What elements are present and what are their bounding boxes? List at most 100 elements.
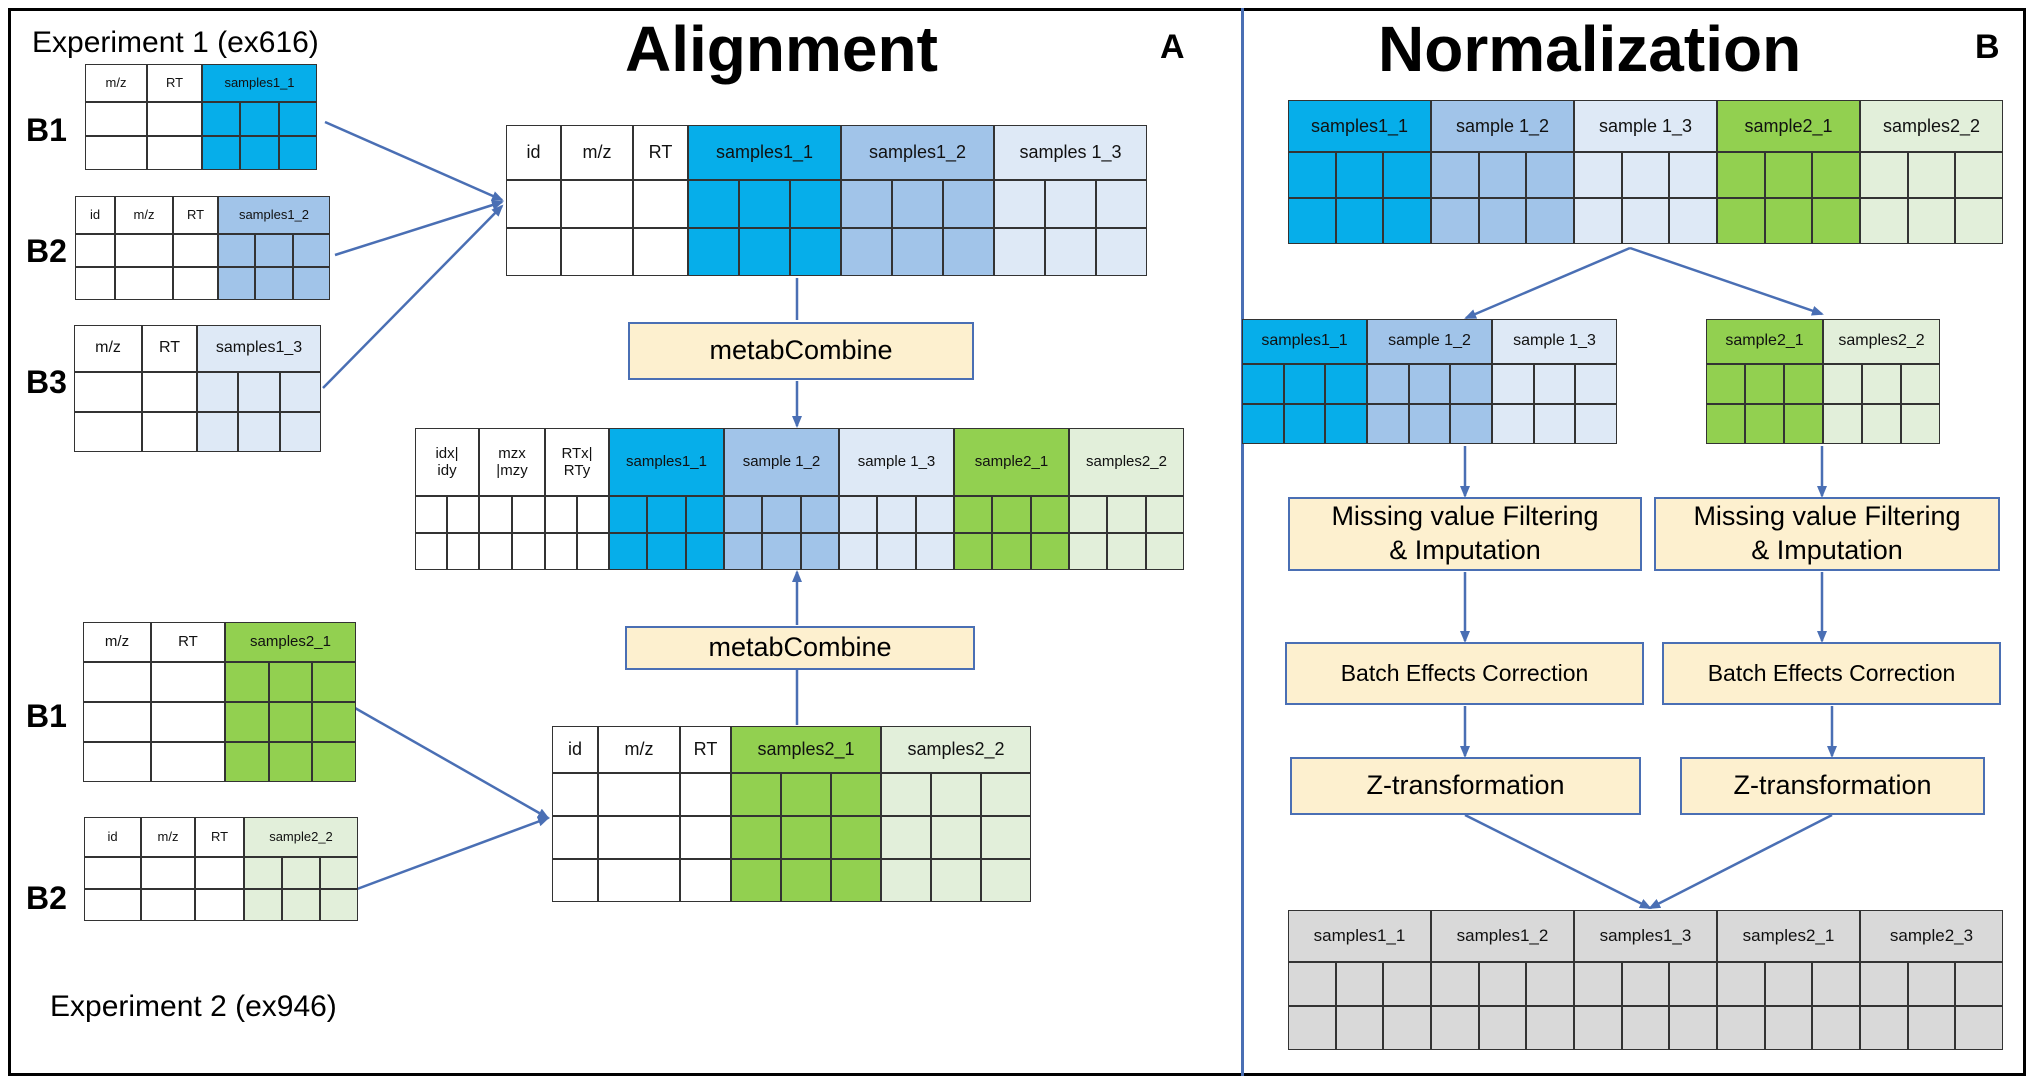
table-cell <box>1669 1006 1717 1050</box>
table-cell <box>680 816 731 859</box>
e1-batch-2-label: B2 <box>26 233 67 269</box>
table-cell <box>1408 404 1451 444</box>
table-cell <box>173 234 218 267</box>
table-cell <box>1860 1006 1908 1050</box>
table-cell <box>1431 962 1479 1006</box>
table-cell <box>1812 1006 1860 1050</box>
table-cell <box>320 857 358 889</box>
table-cell <box>1862 364 1901 404</box>
table-cell <box>839 496 878 533</box>
arrow-right-z-to-output <box>1648 813 1833 910</box>
column-header: sample 1_2 <box>1367 319 1492 364</box>
table-cell <box>1784 364 1823 404</box>
table-cell <box>75 267 115 300</box>
table-cell <box>724 496 763 533</box>
arrow-e2b2-to-aligned <box>356 816 550 891</box>
table-cell <box>881 773 931 816</box>
table-cell <box>142 372 197 412</box>
table-cell <box>195 889 244 921</box>
column-header: sample2_3 <box>1860 910 2003 962</box>
table-cell <box>279 372 321 412</box>
table-cell <box>1288 1006 1336 1050</box>
table-cell <box>292 234 330 267</box>
table-cell <box>1492 364 1534 404</box>
table-cell <box>688 180 739 228</box>
table-cell <box>147 102 202 136</box>
table-cell <box>1955 152 2003 198</box>
table-cell <box>1145 496 1184 533</box>
table-cell <box>1706 364 1745 404</box>
table-cell <box>931 859 981 902</box>
table-cell <box>790 180 841 228</box>
column-header: sample 1_2 <box>1431 100 1574 152</box>
table-cell <box>1367 364 1409 404</box>
table-cell <box>197 412 239 452</box>
column-header: samples2_1 <box>1717 910 1860 962</box>
table-cell <box>545 496 577 533</box>
table-cell <box>1450 404 1492 444</box>
arrow-e1b2-to-aligned <box>334 200 504 257</box>
table-cell <box>892 228 943 276</box>
column-header: samples2_2 <box>1823 319 1940 364</box>
column-header: RT <box>680 726 731 773</box>
column-header: sample2_1 <box>1717 100 1860 152</box>
column-header: RT <box>147 64 202 102</box>
table-cell <box>151 702 225 742</box>
metab-combine-box-top: metabCombine <box>628 322 974 380</box>
table-cell <box>1450 364 1492 404</box>
normalization-title: Normalization <box>1378 13 1802 85</box>
table-cell <box>1574 198 1622 244</box>
table-cell <box>1096 180 1147 228</box>
table-cell <box>1069 533 1108 570</box>
column-header: sample2_2 <box>244 817 358 857</box>
table-cell <box>282 889 320 921</box>
table-cell <box>173 267 218 300</box>
table-cell <box>1575 404 1617 444</box>
column-header: samples 1_3 <box>994 125 1147 180</box>
panel-b-letter: B <box>1975 28 2000 66</box>
table-cell <box>598 859 680 902</box>
missing-value-right-text: Missing value Filtering & Imputation <box>1693 501 1961 565</box>
table-cell <box>881 859 931 902</box>
table-cell <box>1107 496 1146 533</box>
table-cell <box>647 496 686 533</box>
column-header: m/z <box>85 64 147 102</box>
column-header: RT <box>142 325 197 372</box>
table-cell <box>1335 198 1384 244</box>
table-cell <box>1478 198 1527 244</box>
table-cell <box>1901 404 1940 444</box>
table-cell <box>1383 962 1431 1006</box>
table-cell <box>240 136 279 170</box>
column-header: sample 1_3 <box>1492 319 1617 364</box>
table-cell <box>1526 152 1574 198</box>
table-cell <box>312 702 356 742</box>
table-cell <box>1367 404 1409 444</box>
table-cell <box>1717 962 1765 1006</box>
table-cell <box>1533 404 1576 444</box>
table-cell <box>1478 962 1527 1006</box>
table-cell <box>151 662 225 702</box>
table-cell <box>447 533 479 570</box>
table-cell <box>1907 1006 1956 1050</box>
table-cell <box>1812 152 1860 198</box>
table-cell <box>197 372 239 412</box>
table-cell <box>609 533 648 570</box>
column-header: id <box>552 726 598 773</box>
z-transform-box-right: Z-transformation <box>1680 757 1985 815</box>
column-header: sample 1_2 <box>724 428 839 496</box>
metab-combine-box-bottom: metabCombine <box>625 626 975 670</box>
table-cell <box>841 228 892 276</box>
table-cell <box>83 742 151 782</box>
missing-value-box-left: Missing value Filtering & Imputation <box>1288 497 1642 571</box>
table-cell <box>1288 962 1336 1006</box>
table-cell <box>1862 404 1901 444</box>
table-cell <box>1669 152 1717 198</box>
table-cell <box>255 234 293 267</box>
table-cell <box>1812 198 1860 244</box>
table-cell <box>1107 533 1146 570</box>
table-cell <box>218 234 256 267</box>
table-cell <box>1383 152 1431 198</box>
